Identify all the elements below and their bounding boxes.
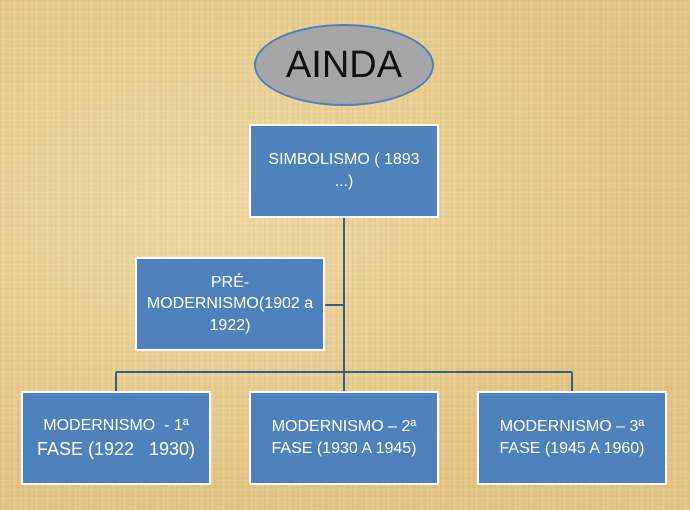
node-modernismo-3-label: MODERNISMO – 3ª FASE (1945 A 1960) (499, 418, 645, 457)
node-pre-modernismo: PRÉ-MODERNISMO(1902 a 1922) (135, 257, 325, 351)
node-simbolismo-label: SIMBOLISMO ( 1893 ...) (268, 151, 420, 190)
title-text: AINDA (285, 43, 403, 86)
node-modernismo-1-line2: FASE (1922 1930) (36, 438, 196, 459)
node-simbolismo: SIMBOLISMO ( 1893 ...) (249, 124, 439, 218)
node-pre-modernismo-label: PRÉ-MODERNISMO(1902 a 1922) (146, 273, 314, 334)
node-modernismo-2: MODERNISMO – 2ª FASE (1930 A 1945) (249, 391, 439, 485)
node-modernismo-2-label: MODERNISMO – 2ª FASE (1930 A 1945) (271, 418, 417, 457)
node-modernismo-3: MODERNISMO – 3ª FASE (1945 A 1960) (477, 391, 667, 485)
node-modernismo-1: MODERNISMO - 1ª FASE (1922 1930) (21, 391, 211, 485)
title-ellipse: AINDA (254, 24, 434, 106)
node-modernismo-1-line1: MODERNISMO - 1ª (43, 417, 189, 435)
